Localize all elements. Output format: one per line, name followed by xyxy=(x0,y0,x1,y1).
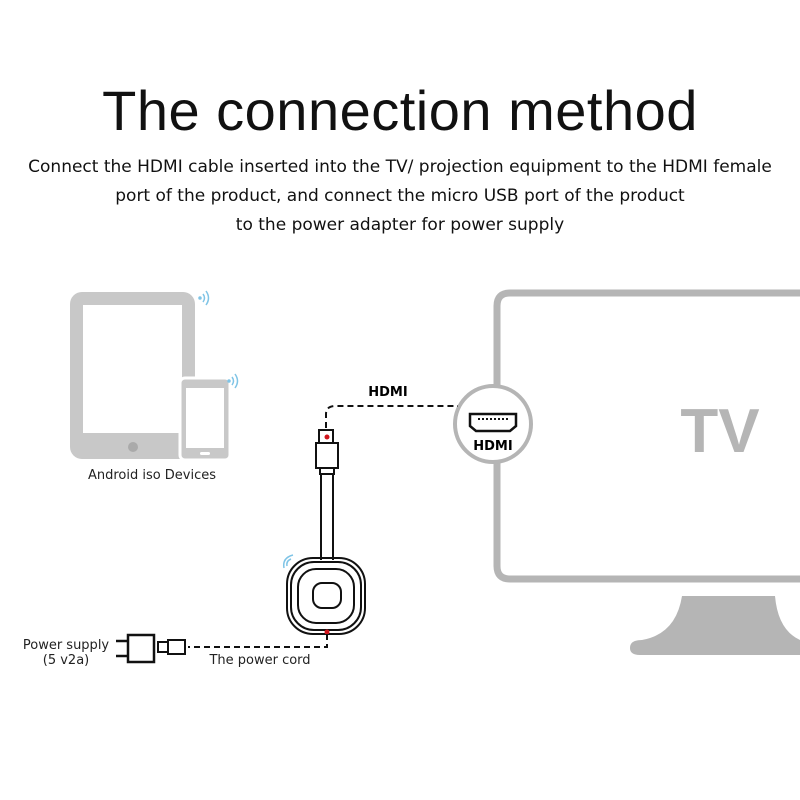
tv-icon: TV xyxy=(493,289,800,655)
phone-icon xyxy=(178,376,232,462)
hdmi-cable-line xyxy=(325,405,458,428)
description: Connect the HDMI cable inserted into the… xyxy=(0,153,800,240)
wifi-icon xyxy=(227,373,239,389)
page-title: The connection method xyxy=(102,79,698,142)
tablet-icon xyxy=(70,292,195,459)
power-supply-spec: (5 v2a) xyxy=(43,653,89,668)
power-supply-label: Power supply xyxy=(23,638,110,653)
hdmi-port-label: HDMI xyxy=(473,439,512,454)
wifi-icon xyxy=(198,290,210,306)
hdmi-cable-label: HDMI xyxy=(368,385,407,400)
wireless-display-dongle xyxy=(286,429,366,635)
power-cord-label: The power cord xyxy=(208,653,310,668)
wifi-icon xyxy=(282,554,294,569)
hdmi-port-icon: HDMI xyxy=(453,384,533,464)
power-adapter-icon xyxy=(116,633,156,664)
power-cord-line xyxy=(188,634,328,648)
devices-label: Android iso Devices xyxy=(88,468,216,483)
micro-usb-connector-icon xyxy=(157,639,186,655)
description-line: to the power adapter for power supply xyxy=(235,215,565,235)
description-line: Connect the HDMI cable inserted into the… xyxy=(28,157,772,177)
description-line: port of the product, and connect the mic… xyxy=(115,186,685,206)
tv-label: TV xyxy=(680,397,759,466)
